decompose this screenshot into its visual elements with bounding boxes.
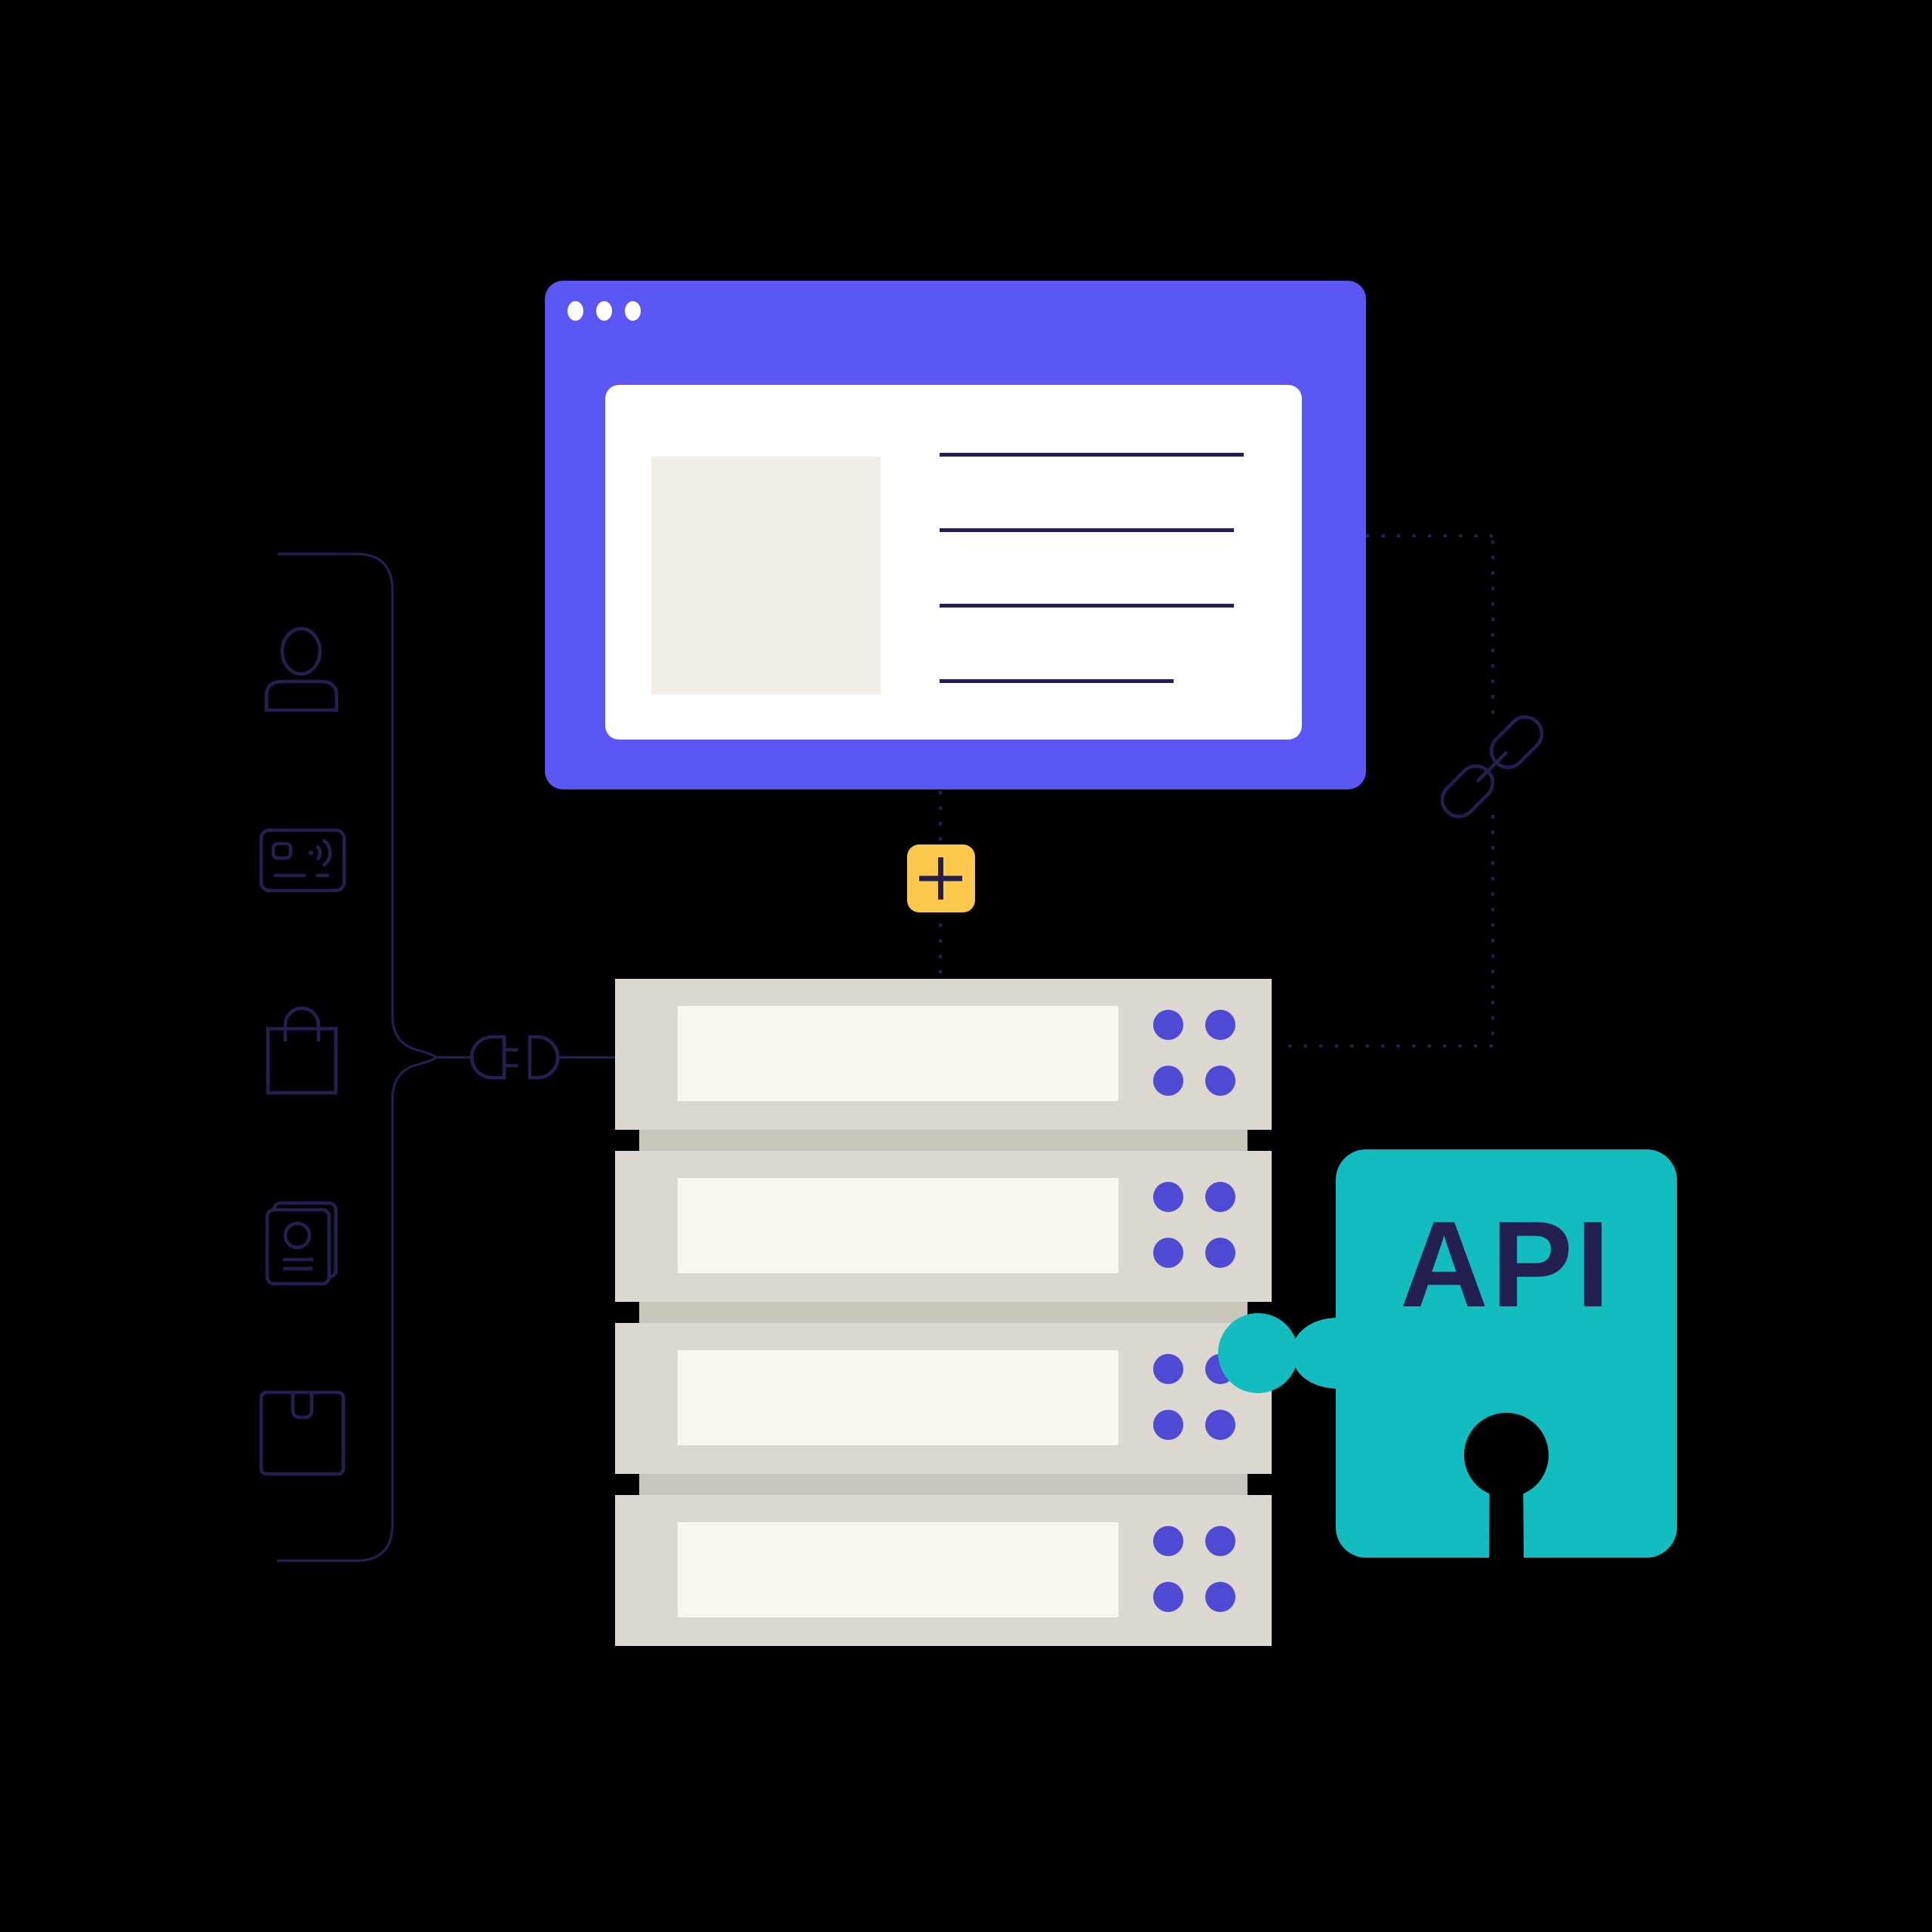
window-control-dot xyxy=(568,301,583,321)
puzzle-body xyxy=(1336,1149,1677,1558)
server-rack-connector xyxy=(639,1474,1247,1495)
window-controls xyxy=(568,301,641,321)
text-line-skeleton xyxy=(940,528,1234,532)
server-panel xyxy=(678,1178,1118,1273)
puzzle-knob-neck xyxy=(1291,1318,1336,1389)
led-indicator xyxy=(1205,1010,1235,1040)
text-line-skeleton xyxy=(940,453,1244,457)
user-icon xyxy=(264,626,339,712)
server-unit xyxy=(615,1151,1272,1302)
text-line-skeleton xyxy=(940,679,1174,683)
package-icon xyxy=(259,1390,346,1476)
plus-icon xyxy=(919,857,962,900)
link-icon xyxy=(1440,715,1544,819)
led-indicator xyxy=(1205,1526,1235,1556)
server-panel xyxy=(678,1350,1118,1445)
led-indicator xyxy=(1153,1354,1183,1384)
text-line-skeleton xyxy=(940,604,1234,608)
server-unit xyxy=(615,979,1272,1130)
led-indicator xyxy=(1153,1238,1183,1268)
plug-icon xyxy=(469,1035,560,1080)
image-placeholder xyxy=(651,457,881,694)
led-indicator xyxy=(1153,1582,1183,1612)
led-indicator xyxy=(1153,1526,1183,1556)
led-indicator xyxy=(1153,1010,1183,1040)
server-rack-connector xyxy=(639,1130,1247,1151)
server-unit xyxy=(615,1323,1272,1474)
led-indicator xyxy=(1153,1182,1183,1212)
led-indicator xyxy=(1205,1182,1235,1212)
api-label: API xyxy=(1400,1196,1613,1333)
plus-badge xyxy=(907,844,975,912)
led-indicator xyxy=(1153,1066,1183,1096)
led-indicator xyxy=(1205,1582,1235,1612)
led-indicator xyxy=(1205,1238,1235,1268)
id-card-icon xyxy=(265,1201,338,1286)
browser-window xyxy=(545,281,1366,789)
credit-card-icon xyxy=(259,828,346,893)
server-stack xyxy=(615,979,1272,1646)
window-control-dot xyxy=(625,301,641,321)
puzzle-notch-stem xyxy=(1489,1455,1524,1562)
puzzle-knob xyxy=(1218,1313,1298,1393)
led-indicator xyxy=(1205,1410,1235,1440)
server-panel xyxy=(678,1522,1118,1617)
led-indicator xyxy=(1153,1410,1183,1440)
led-indicator xyxy=(1205,1066,1235,1096)
content-card xyxy=(605,385,1302,740)
api-puzzle-piece: API xyxy=(1218,1149,1677,1562)
server-panel xyxy=(678,1006,1118,1101)
shopping-bag-icon xyxy=(266,1006,338,1095)
server-unit xyxy=(615,1495,1272,1646)
window-control-dot xyxy=(596,301,612,321)
server-rack-connector xyxy=(639,1302,1247,1323)
